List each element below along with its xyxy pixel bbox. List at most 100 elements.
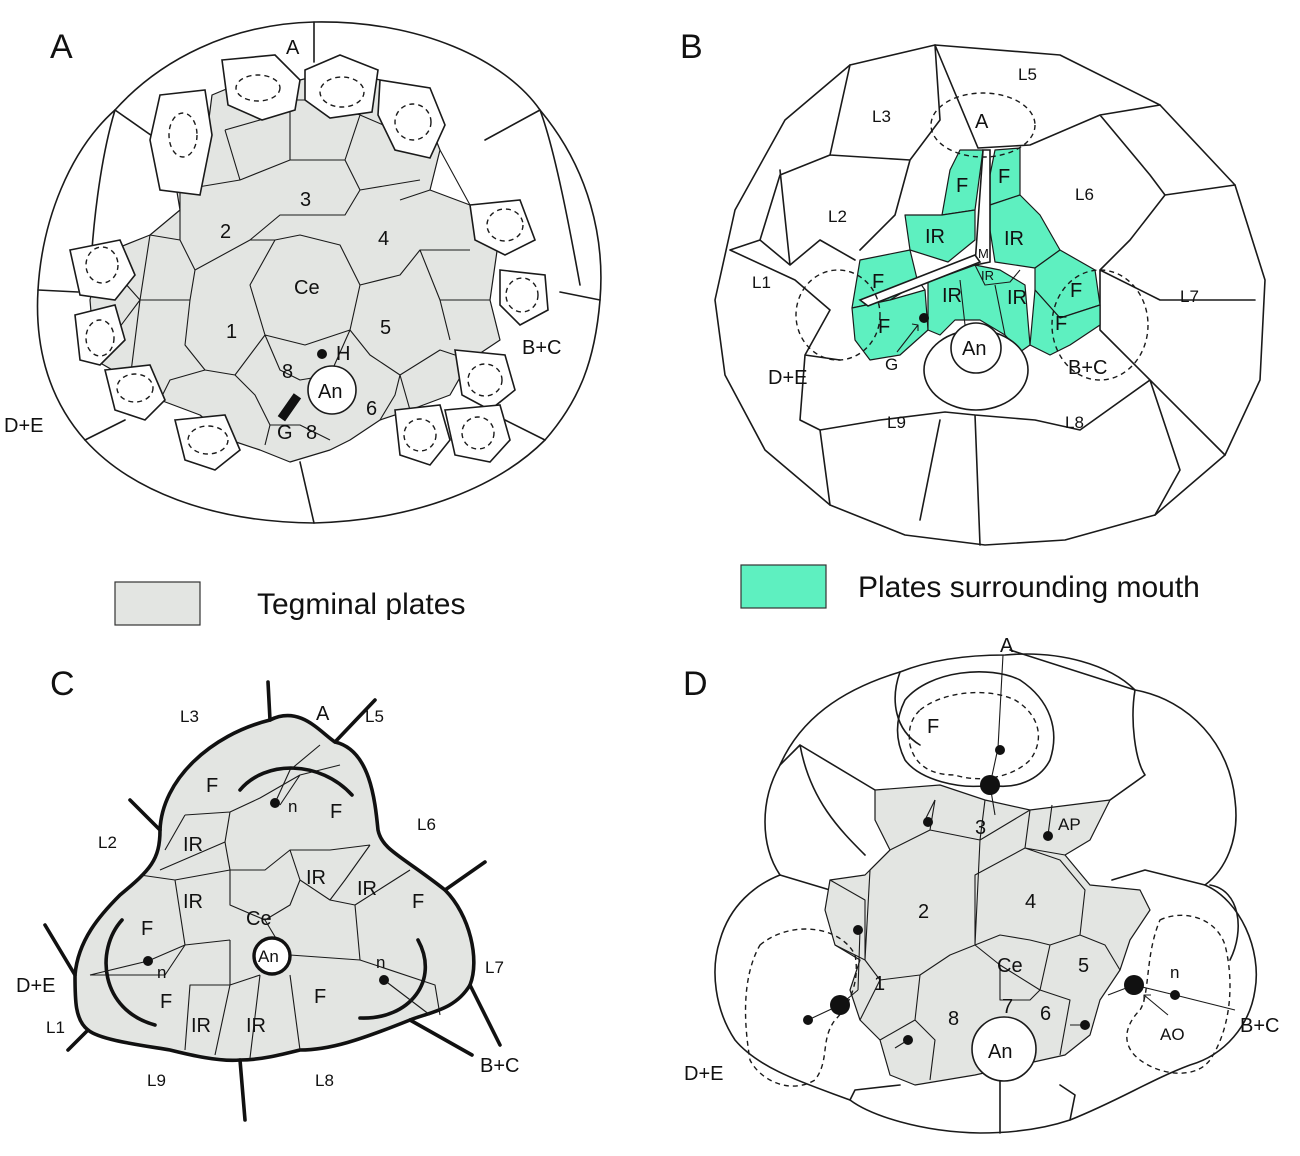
panel-d-nerve-dot-bc [1170, 990, 1180, 1000]
panel-a-ambulacral-units [69, 54, 549, 471]
panel-d-plate-5: 5 [1078, 955, 1089, 977]
panel-c-nerve-dot-de [143, 956, 153, 966]
panel-c-f-2: F [330, 801, 342, 823]
panel-b-anus [950, 322, 1002, 374]
panel-d-calyx-outline [714, 653, 1257, 1134]
panel-d-plate-4: 4 [1025, 891, 1036, 913]
panel-c-nerve-dot-bc [379, 975, 389, 985]
panel-c-letter: C [50, 665, 75, 703]
panel-a-gonopore-label: G [277, 422, 293, 444]
panel-d-petal-de-dash [744, 928, 857, 1087]
legend-swatch-mouth [740, 564, 827, 609]
panel-c-plate-network [90, 764, 441, 1059]
panel-c-ir-4: IR [357, 878, 377, 900]
panel-d-centrale: Ce [997, 955, 1023, 977]
panel-a: A A B+C D+E 1 2 3 4 5 6 8 8 Ce An G H [4, 21, 602, 524]
panel-d-ao-arrow [1143, 994, 1169, 1016]
panel-a-anus-label: An [318, 381, 342, 403]
panel-c-tegmen [74, 714, 475, 1061]
panel-a-radial-lines [37, 21, 601, 524]
panel-c-anus [252, 936, 292, 976]
panel-a-ambulacrum-de-label: D+E [4, 415, 43, 437]
panel-c-l8: L8 [315, 1071, 334, 1090]
panel-d-anus-label: An [988, 1041, 1012, 1063]
panel-b-l3: L3 [872, 107, 891, 126]
panel-d-pore-de [830, 995, 850, 1015]
panel-c-f-3: F [141, 918, 153, 940]
panel-b-anus-label: An [962, 338, 986, 360]
panel-c-nerve-bc: n [376, 953, 385, 972]
panel-b-l7: L7 [1180, 287, 1199, 306]
panel-d-dot-3 [853, 925, 863, 935]
panel-d-plate-8: 8 [948, 1008, 959, 1030]
panel-b-gonopore-label: G [885, 355, 898, 374]
panel-d-plate-3: 3 [975, 817, 986, 839]
panel-c-nerve-a: n [288, 797, 297, 816]
panel-c-outline [73, 713, 476, 1063]
panel-b-f-4: F [1070, 280, 1082, 302]
panel-c-l7: L7 [485, 958, 504, 977]
panel-b-l1: L1 [752, 273, 771, 292]
panel-b-f-5: F [878, 316, 890, 338]
panel-b-ir-1: IR [925, 226, 945, 248]
panel-b-f-6: F [1055, 313, 1067, 335]
panel-b-l9: L9 [887, 413, 906, 432]
panel-c-l5: L5 [365, 707, 384, 726]
panel-b-l6: L6 [1075, 185, 1094, 204]
panel-c-f-4: F [160, 991, 172, 1013]
panel-b-f-2: F [998, 166, 1010, 188]
panel-b-ir-5: IR [981, 268, 994, 283]
panel-d-ap-label: AP [1058, 815, 1081, 834]
panel-b-l5: L5 [1018, 65, 1037, 84]
legend-swatch-tegminal [114, 581, 201, 626]
panel-c-nerve-dot-a [270, 798, 280, 808]
panel-a-petal-dashes [85, 74, 539, 455]
panel-a-plate-2: 2 [220, 221, 231, 243]
panel-b-ambulacrum-de-label: D+E [768, 367, 807, 389]
panel-c-l1: L1 [46, 1018, 65, 1037]
panel-d-dot-1 [923, 817, 933, 827]
panel-a-gonopore-bar [277, 393, 302, 422]
legend-label-tegminal: Tegminal plates [257, 588, 465, 621]
panel-d-plate-network [829, 799, 1121, 1081]
panel-c-ir-1: IR [183, 834, 203, 856]
panel-c-radial-spikes [43, 680, 502, 1122]
panel-b-letter: B [680, 28, 703, 66]
panel-d-ambulacrum-a-label: A [1000, 635, 1014, 657]
panel-c-f-6: F [314, 986, 326, 1008]
panel-c-anus-label: An [258, 947, 279, 966]
panel-c-ir-3: IR [306, 867, 326, 889]
panel-c-petal-arc-de [104, 918, 157, 1027]
panel-d-anus [971, 1016, 1037, 1082]
panel-c-nerve-de: n [157, 963, 166, 982]
panel-c-centrale: Ce [246, 908, 272, 930]
panel-d-letter: D [683, 665, 708, 703]
legend-label-mouth: Plates surrounding mouth [858, 571, 1200, 604]
panel-d-plate-7: 7 [1002, 996, 1013, 1018]
panel-c-l3: L3 [180, 707, 199, 726]
panel-d-nerve-dot-de [803, 1015, 813, 1025]
panel-d-pore-a [980, 775, 1000, 795]
panel-a-hydropore-dot [317, 349, 327, 359]
panel-d-f-label: F [927, 716, 939, 738]
panel-b-f-3: F [872, 271, 884, 293]
panel-a-hydropore-label: H [336, 343, 350, 365]
panel-d-plate-6: 6 [1040, 1003, 1051, 1025]
panel-b-f-1: F [956, 175, 968, 197]
panel-c-petal-arc-a [238, 766, 354, 797]
panel-c-f-5: F [412, 891, 424, 913]
panel-b-gonopore-dot [919, 313, 929, 323]
panel-b-petal-a [930, 92, 1036, 158]
panel-b-ir-2: IR [1004, 228, 1024, 250]
panel-a-centrale: Ce [294, 277, 320, 299]
panel-c-nerve-lines [89, 744, 431, 1016]
panel-d-outer-plates [779, 649, 1239, 1134]
panel-d-dot-5 [1080, 1020, 1090, 1030]
panel-b-petal-bc [1051, 269, 1149, 381]
panel-d-dot-2 [1043, 831, 1053, 841]
panel-b-l8: L8 [1065, 413, 1084, 432]
panel-b-mouth-slit-2 [858, 254, 982, 307]
panel-c-l6: L6 [417, 815, 436, 834]
panel-c-ir-5: IR [191, 1015, 211, 1037]
